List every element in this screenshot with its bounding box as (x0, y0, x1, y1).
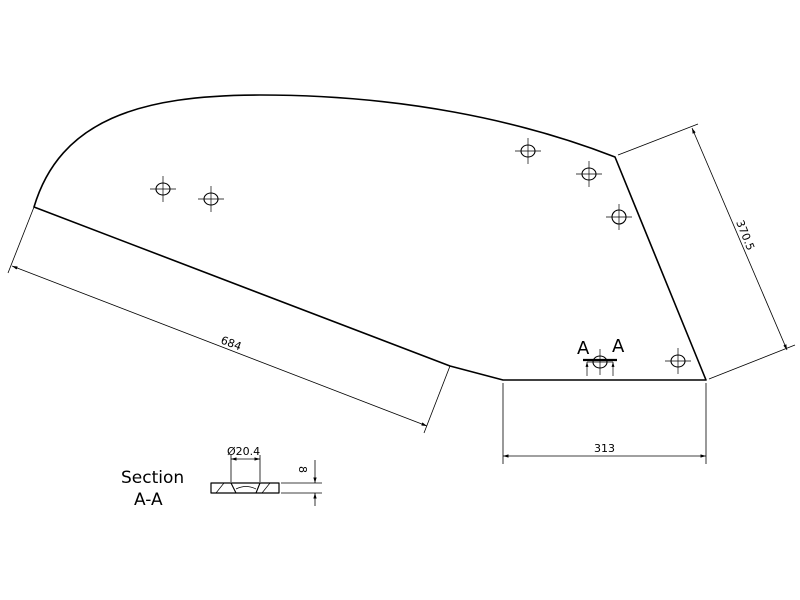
mounting-holes (150, 138, 691, 375)
dimension-313: 313 (502, 383, 707, 464)
section-title-line2: A-A (134, 490, 163, 510)
section-letter-right: A (612, 336, 625, 357)
dimension-370-5-label: 370.5 (733, 218, 757, 252)
section-title-line1: Section (121, 468, 184, 488)
dimension-684: 684 (7, 206, 451, 434)
dimension-684-label: 684 (219, 334, 243, 354)
section-view: Ø20.4 8 Section A-A (121, 445, 322, 510)
hole-1 (150, 176, 176, 202)
hole-7 (665, 348, 691, 374)
dimension-370-5: 370.5 (617, 123, 796, 380)
hole-5 (606, 204, 632, 230)
part-outline (33, 94, 707, 381)
hole-4 (576, 161, 602, 187)
hole-diameter-label: Ø20.4 (227, 445, 260, 458)
section-letter-left: A (577, 338, 590, 359)
thickness-label: 8 (296, 466, 309, 473)
dimension-313-label: 313 (594, 442, 615, 455)
hole-3 (515, 138, 541, 164)
hole-6 (587, 349, 613, 375)
hole-2 (198, 186, 224, 212)
section-cut-marker: A A (577, 336, 625, 376)
